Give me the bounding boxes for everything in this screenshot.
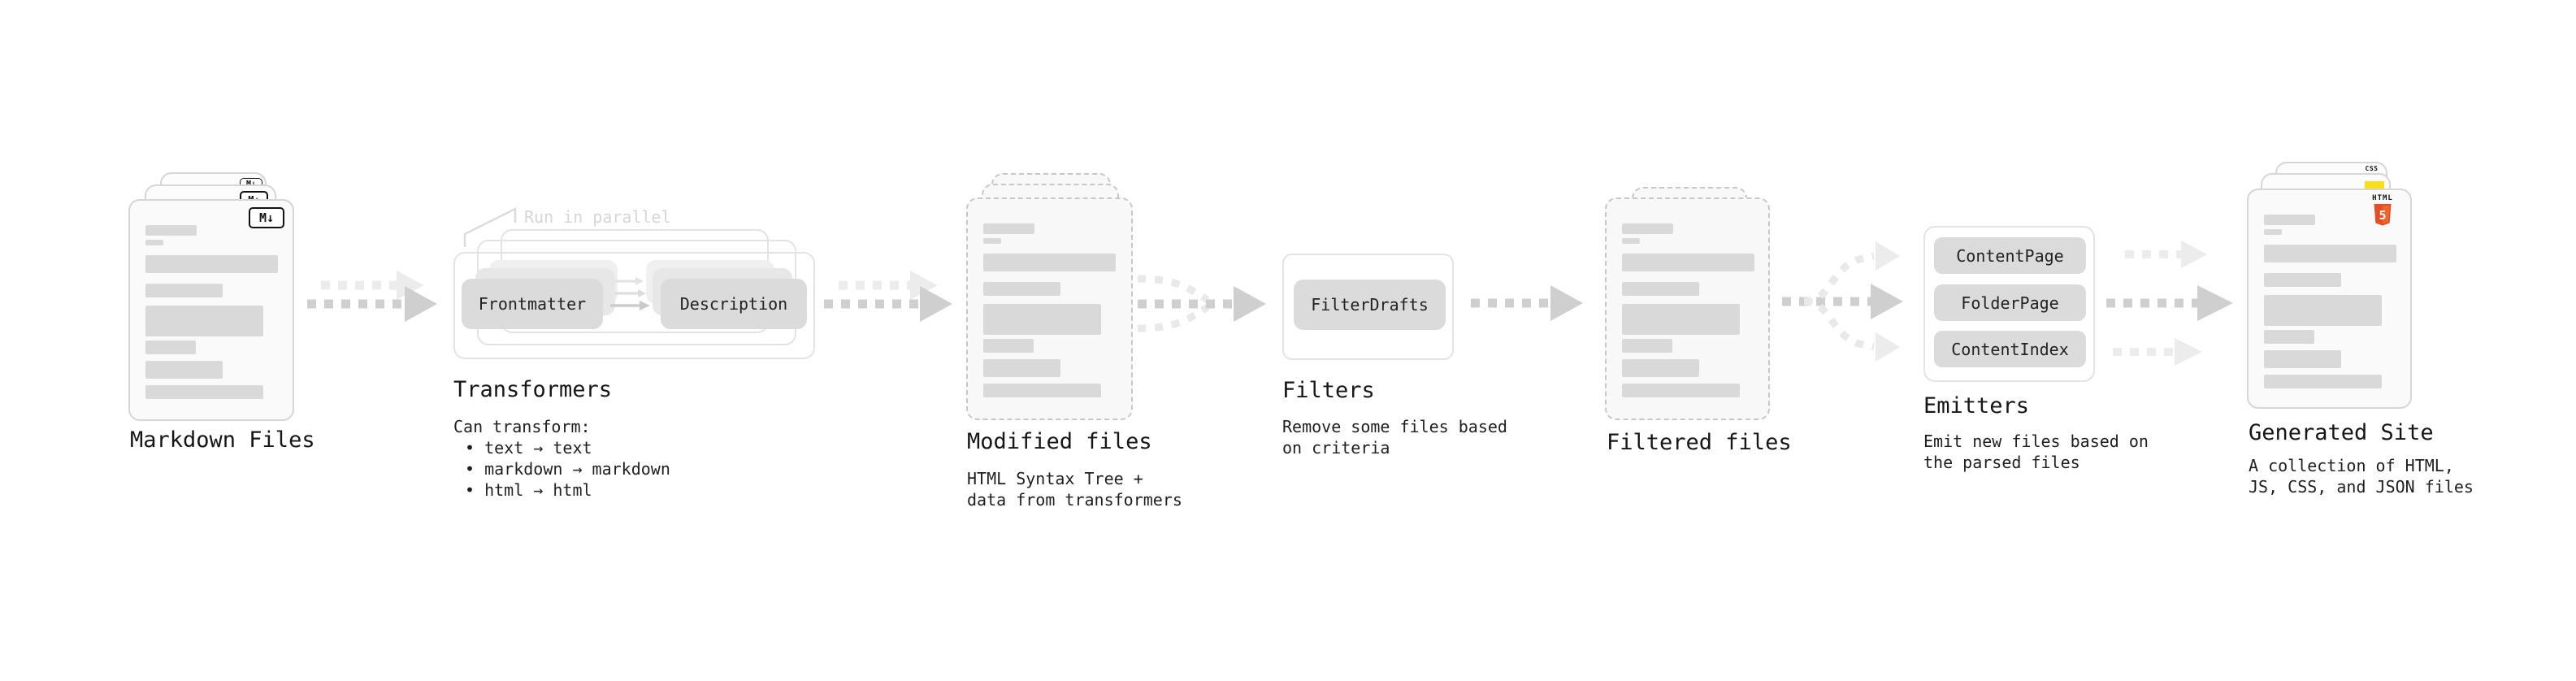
skeleton-bar <box>983 282 1060 296</box>
skeleton-bar <box>983 339 1034 353</box>
skeleton-bar <box>2264 375 2382 388</box>
skeleton-bar <box>1622 359 1699 377</box>
html5-shield-icon: 5 <box>2374 203 2392 226</box>
html5-badge-text: HTML <box>2372 194 2393 202</box>
markdown-files-stack: M↓ M↓ M↓ <box>128 172 294 421</box>
filters-box <box>1282 254 1454 360</box>
description-line: data from transformers <box>967 490 1182 510</box>
description-line: Emit new files based on <box>1923 432 2149 451</box>
filtered-file-card-front <box>1605 197 1770 420</box>
html5-badge: HTML 5 <box>2365 194 2400 226</box>
contentindex-pill-label: ContentIndex <box>1951 339 2069 359</box>
description-line: A collection of HTML, <box>2249 456 2454 475</box>
skeleton-bar <box>2264 229 2282 235</box>
document-skeleton <box>1622 223 1754 397</box>
document-skeleton <box>145 225 278 399</box>
skeleton-bar <box>2264 330 2314 344</box>
transformers-description: Can transform: • text → text • markdown … <box>453 416 670 501</box>
generated-site-description: A collection of HTML, JS, CSS, and JSON … <box>2249 455 2474 497</box>
skeleton-bar <box>983 238 1001 244</box>
contentpage-pill: ContentPage <box>1934 237 2086 274</box>
html5-number: 5 <box>2379 208 2386 223</box>
description-line: Remove some files based <box>1282 417 1507 436</box>
markdown-icon: M↓ <box>249 207 284 228</box>
skeleton-bar <box>1622 304 1740 335</box>
emitters-description: Emit new files based on the parsed files <box>1923 431 2149 473</box>
skeleton-bar <box>2264 350 2341 368</box>
modified-files-label: Modified files <box>967 429 1152 454</box>
js-badge <box>2365 181 2384 189</box>
description-line: • markdown → markdown <box>465 459 670 479</box>
description-line: JS, CSS, and JSON files <box>2249 477 2474 497</box>
emitters-label: Emitters <box>1923 393 2030 419</box>
document-skeleton <box>983 223 1116 397</box>
generated-site-label: Generated Site <box>2249 420 2434 445</box>
skeleton-bar <box>145 385 263 399</box>
html-file-card: HTML 5 <box>2247 189 2412 409</box>
skeleton-bar <box>983 359 1060 377</box>
skeleton-bar <box>1622 339 1672 353</box>
transformers-label: Transformers <box>453 377 613 402</box>
skeleton-bar <box>145 361 223 379</box>
modified-file-card-front <box>966 197 1133 420</box>
markdown-badge-text: M↓ <box>246 180 256 189</box>
contentindex-pill: ContentIndex <box>1934 331 2086 367</box>
filterdrafts-pill: FilterDrafts <box>1294 280 1446 330</box>
skeleton-bar <box>145 306 263 336</box>
filters-label: Filters <box>1282 378 1375 403</box>
folderpage-pill: FolderPage <box>1934 284 2086 321</box>
skeleton-bar <box>2264 245 2396 262</box>
skeleton-bar <box>1622 223 1673 234</box>
skeleton-bar <box>145 284 223 297</box>
skeleton-bar <box>145 255 278 273</box>
modified-files-stack <box>966 173 1133 420</box>
frontmatter-pill: Frontmatter <box>462 279 603 329</box>
filtered-files-stack <box>1605 187 1770 420</box>
filtered-files-label: Filtered files <box>1607 430 1792 455</box>
skeleton-bar <box>2264 215 2315 225</box>
description-line: Can transform: <box>453 417 591 436</box>
description-line: the parsed files <box>1923 453 2080 472</box>
skeleton-bar <box>1622 384 1740 397</box>
run-in-parallel-label: Run in parallel <box>524 207 671 227</box>
skeleton-bar <box>983 254 1116 271</box>
skeleton-bar <box>2264 273 2341 287</box>
skeleton-bar <box>2264 295 2382 326</box>
filterdrafts-pill-label: FilterDrafts <box>1311 295 1429 314</box>
filters-description: Remove some files based on criteria <box>1282 416 1507 458</box>
generated-site-stack: CSS HTML 5 <box>2247 162 2412 409</box>
css-badge-text: CSS <box>2365 165 2379 172</box>
folderpage-pill-label: FolderPage <box>1961 293 2059 313</box>
document-skeleton <box>2264 215 2396 388</box>
transformers-box-front <box>453 252 815 359</box>
contentpage-pill-label: ContentPage <box>1956 245 2064 266</box>
description-line: on criteria <box>1282 438 1390 458</box>
description-line: • text → text <box>465 438 592 458</box>
skeleton-bar <box>145 340 196 354</box>
skeleton-bar <box>983 304 1101 335</box>
description-line: • html → html <box>465 480 592 500</box>
description-pill: Description <box>661 279 807 329</box>
skeleton-bar <box>983 384 1101 397</box>
skeleton-bar <box>145 240 163 245</box>
skeleton-bar <box>145 225 197 236</box>
description-line: HTML Syntax Tree + <box>967 469 1143 488</box>
skeleton-bar <box>1622 254 1754 271</box>
description-pill-label: Description <box>679 294 788 314</box>
skeleton-bar <box>983 223 1034 234</box>
markdown-file-card-front: M↓ <box>128 199 294 421</box>
markdown-files-label: Markdown Files <box>130 427 315 453</box>
markdown-badge-text: M↓ <box>258 210 275 225</box>
modified-files-description: HTML Syntax Tree + data from transformer… <box>967 468 1182 510</box>
skeleton-bar <box>1622 238 1640 244</box>
skeleton-bar <box>1622 282 1699 296</box>
frontmatter-pill-label: Frontmatter <box>478 294 587 314</box>
emitters-box <box>1923 226 2095 382</box>
